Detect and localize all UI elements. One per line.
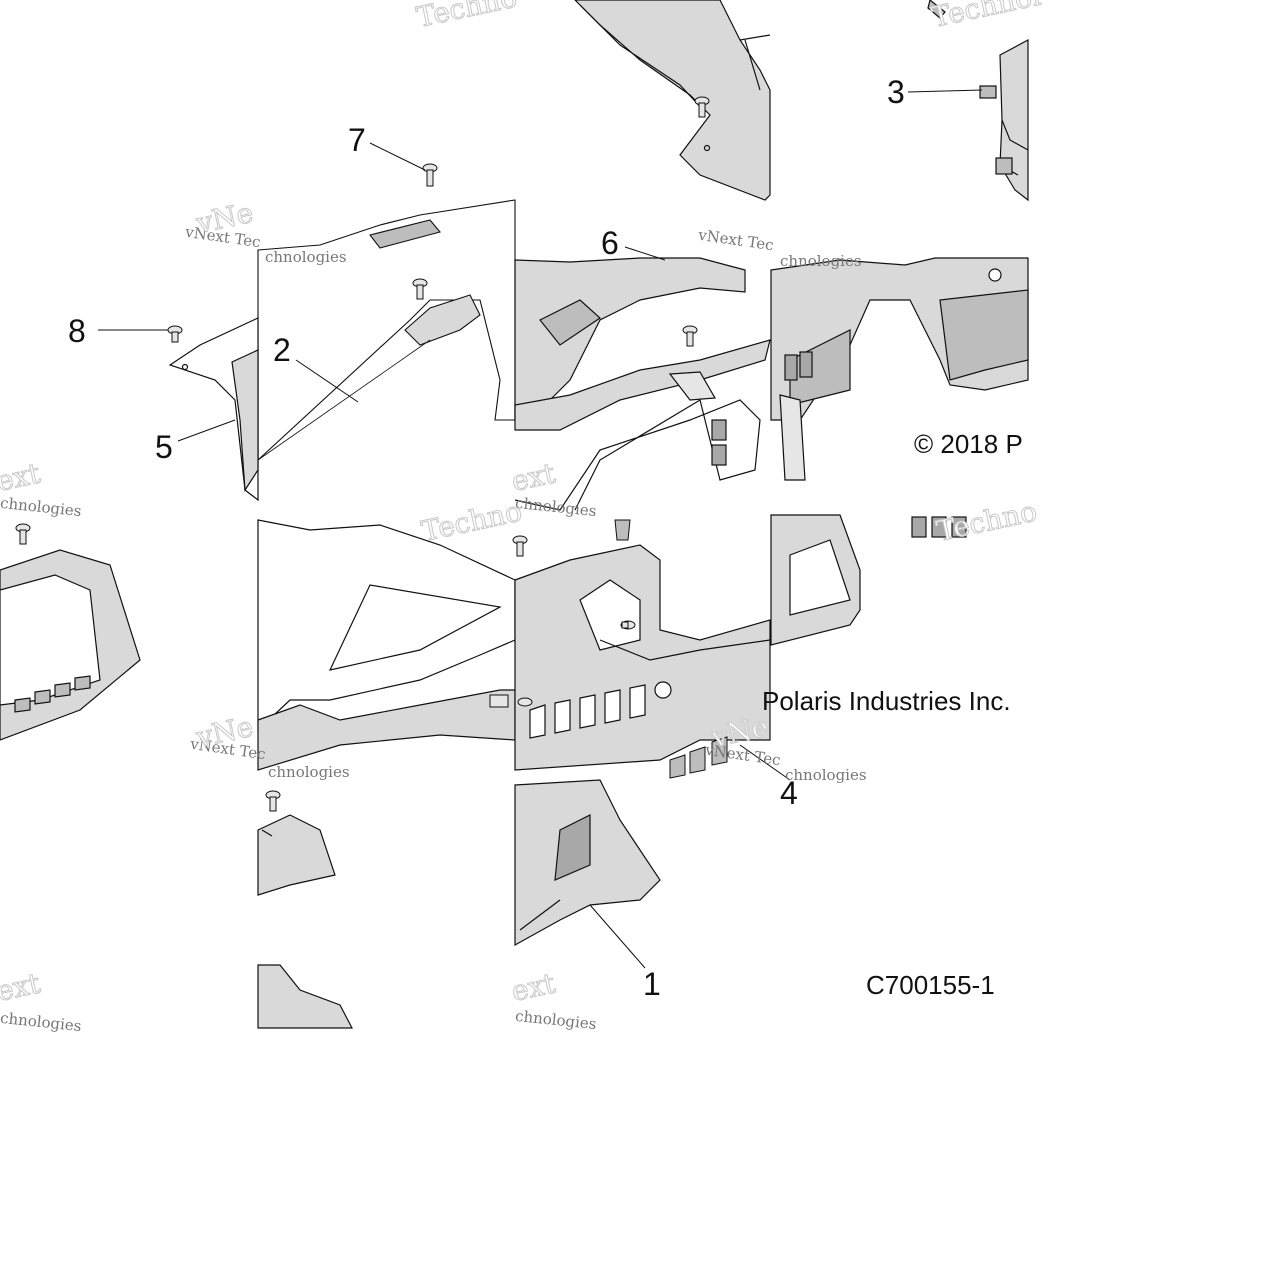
side-bracket-part [927, 0, 1029, 202]
watermark-technologies-6: chnologies [785, 766, 867, 784]
figure-code: C700155-1 [866, 970, 995, 1000]
dashboard-panel-2 [257, 199, 516, 462]
watermark-technologies-1: chnologies [265, 248, 347, 266]
instrument-cluster-bezel [0, 549, 141, 741]
screw-lower-left [265, 790, 281, 812]
copyright-fragment-b: Polaris Industries Inc. [762, 686, 1011, 716]
lower-trim-part-1 [514, 779, 661, 947]
callout-6: 6 [601, 225, 619, 261]
callout-2: 2 [273, 332, 291, 368]
vents-row-4 [669, 736, 728, 779]
copyright-fragment-a: © 2018 P [914, 429, 1023, 459]
dashboard-center-lower [257, 519, 516, 771]
screw-near-fairing [694, 96, 710, 118]
callout-1: 1 [643, 966, 661, 1002]
callout-8: 8 [68, 313, 86, 349]
right-lower-bracket [770, 514, 967, 646]
leader-lines [98, 89, 983, 969]
center-dash-part-6 [514, 257, 771, 511]
watermark-technologies-5: chnologies [268, 763, 350, 781]
callout-4: 4 [780, 775, 798, 811]
right-lower-panel [770, 257, 1029, 481]
center-console-switch-panel [514, 544, 771, 771]
screw-7 [422, 163, 438, 187]
screw-6-area [682, 325, 698, 347]
screw-8 [167, 325, 183, 343]
callout-3: 3 [887, 74, 905, 110]
callout-7: 7 [348, 122, 366, 158]
left-side-panel-5 [168, 317, 259, 502]
clip-center-console [614, 519, 631, 541]
callout-5: 5 [155, 429, 173, 465]
watermark-technologies-2: chnologies [780, 252, 862, 270]
screw-center-console [489, 535, 636, 708]
screw-cluster [15, 523, 31, 545]
lower-trim-left [257, 814, 353, 1029]
screw-2-area [412, 278, 428, 300]
upper-fairing-part [574, 0, 771, 201]
